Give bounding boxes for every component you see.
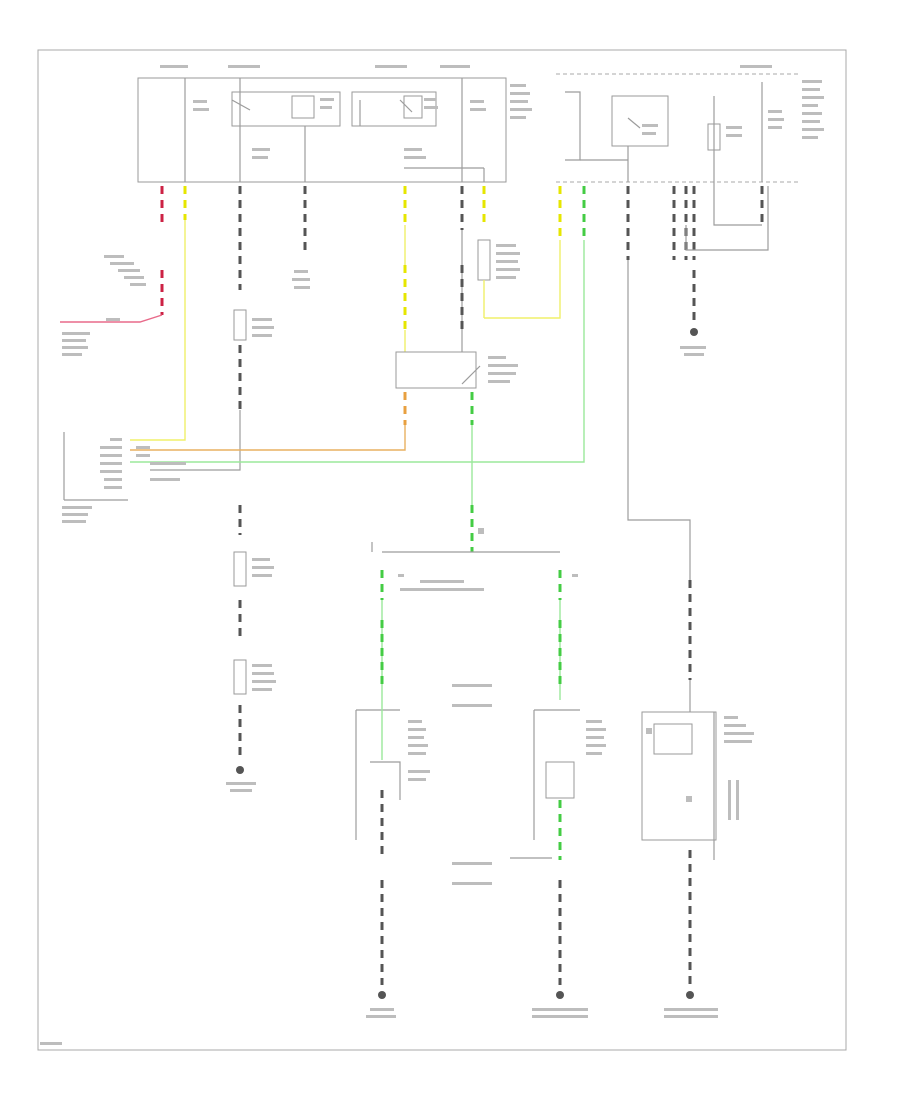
wire-black-left — [150, 186, 276, 792]
left-connector — [62, 432, 186, 523]
ground-left — [378, 991, 386, 999]
ground-symbol — [236, 766, 244, 774]
diagram-border — [37, 49, 847, 1051]
washer-motor-left — [355, 700, 430, 1018]
ground-middle — [556, 991, 564, 999]
control-module-right — [641, 711, 754, 1018]
ground-right — [686, 991, 694, 999]
wire-yellow-3 — [477, 186, 562, 319]
figure-code — [40, 1042, 62, 1045]
fuse-relay-block — [137, 65, 532, 183]
wire-green-long — [130, 186, 586, 463]
wire-yellow-1 — [130, 186, 187, 441]
combination-switch-lower — [371, 505, 578, 707]
right-relay-block — [556, 65, 824, 183]
relay-2 — [351, 91, 437, 127]
wire-red — [60, 186, 164, 356]
ground-symbol-right — [690, 328, 698, 336]
wiper-relay — [130, 351, 518, 505]
washer-motor-right — [452, 709, 606, 1018]
wire-relay1-out — [292, 186, 310, 289]
relay-1 — [231, 91, 341, 127]
relay-3 — [611, 95, 669, 147]
right-block-outputs — [626, 182, 769, 712]
